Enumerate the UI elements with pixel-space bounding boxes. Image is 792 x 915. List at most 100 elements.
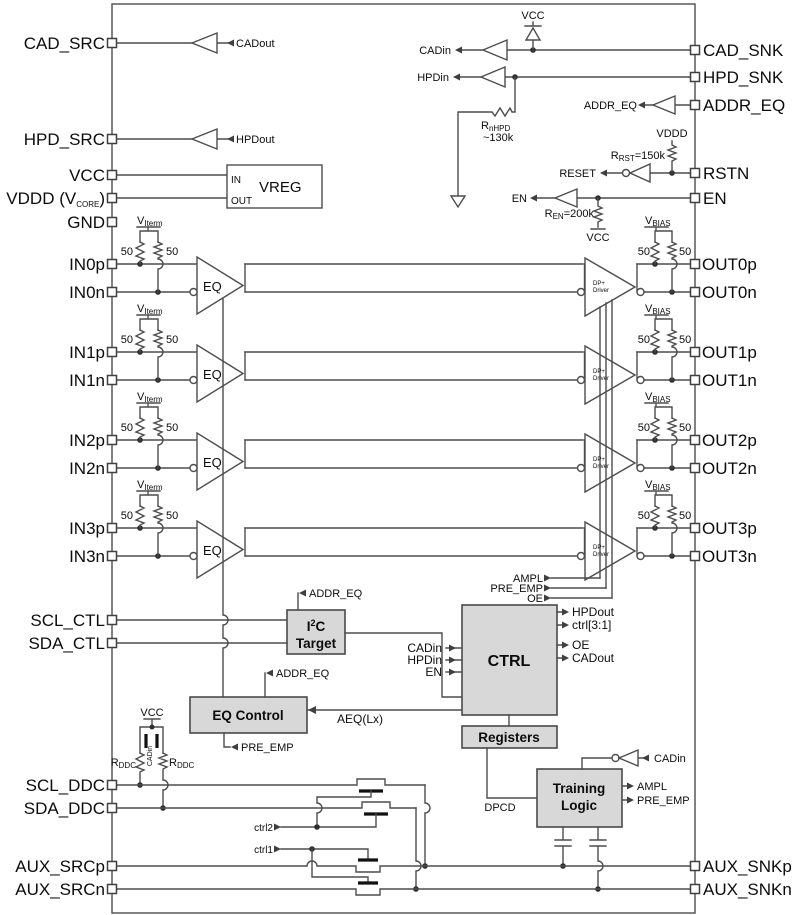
pin-label-sda-ddc: SDA_DDC xyxy=(24,799,105,818)
pin-label-en: EN xyxy=(703,189,727,208)
eq-control-label: EQ Control xyxy=(212,708,283,723)
pin-label-gnd: GND xyxy=(67,213,105,232)
hpd-src-net xyxy=(116,127,234,151)
term-50-label: 50 xyxy=(679,422,691,434)
pin-aux-snkp xyxy=(689,860,701,872)
pre-emp-stub-label: PRE_EMP xyxy=(241,742,294,754)
viterm-label: VIterm xyxy=(137,479,163,492)
driver-label: DP+ xyxy=(593,281,605,287)
training-label-2: Logic xyxy=(561,798,597,813)
hpd-snk-net xyxy=(449,65,691,209)
pin-label-out0p: OUT0p xyxy=(702,255,757,274)
term-50-label: 50 xyxy=(638,422,650,434)
i2c-block-label: I2C xyxy=(307,618,326,634)
pin-label-vcc: VCC xyxy=(69,166,105,185)
lane2-circuit xyxy=(106,402,701,493)
term-50-label: 50 xyxy=(166,246,178,258)
eq-label: EQ xyxy=(203,279,222,294)
hpdin-label: HPDin xyxy=(417,72,449,84)
pin-label-addr-eq: ADDR_EQ xyxy=(703,96,785,115)
pin-cad-snk xyxy=(689,44,701,56)
pin-scl-ctl xyxy=(106,614,118,626)
pin-gnd xyxy=(106,216,118,228)
pin-label-hpd-src: HPD_SRC xyxy=(24,130,105,149)
pin-vcc xyxy=(106,169,118,181)
rrst-label: RRST=150k xyxy=(611,150,666,163)
oe-arrow xyxy=(544,594,551,602)
vcc-rail-label: VCC xyxy=(521,10,544,22)
addr-eq-net xyxy=(638,94,691,116)
pin-label-scl-ctl: SCL_CTL xyxy=(30,611,105,630)
pin-label-out3p: OUT3p xyxy=(702,519,757,538)
term-50-label: 50 xyxy=(679,510,691,522)
en-signal-label: EN xyxy=(512,193,527,205)
training-ampl-label: AMPL xyxy=(637,781,667,793)
ctrl-in-hpdin: HPDin xyxy=(407,653,442,667)
pin-sda-ddc xyxy=(106,802,118,814)
pin-label-hpd-snk: HPD_SNK xyxy=(703,68,784,87)
ampl-bus-label: AMPL xyxy=(513,573,543,585)
pin-label-in2p: IN2p xyxy=(69,431,105,450)
pin-label-out2n: OUT2n xyxy=(702,459,757,478)
en-net xyxy=(530,187,691,230)
cadin-gate-label: CADin xyxy=(147,746,154,766)
ctrl1-label: ctrl1 xyxy=(254,845,273,856)
pin-label-out0n: OUT0n xyxy=(702,283,757,302)
pin-label-cad-snk: CAD_SNK xyxy=(703,41,784,60)
ddc-aux-switches xyxy=(116,778,691,896)
driver-label: DP+ xyxy=(593,457,605,463)
vreg-out-label: OUT xyxy=(231,196,252,207)
rnhpd-value: ~130k xyxy=(483,132,514,144)
ground-symbol xyxy=(449,195,467,209)
training-pre-emp-label: PRE_EMP xyxy=(637,795,690,807)
term-50-label: 50 xyxy=(679,334,691,346)
i2c-target-block xyxy=(286,609,346,655)
driver-bus-wires xyxy=(599,299,613,599)
vcc-rail-label: VCC xyxy=(586,232,609,244)
eq-control-net xyxy=(189,669,463,751)
term-50-label: 50 xyxy=(638,334,650,346)
pin-sda-ctl xyxy=(106,637,118,649)
cad-snk-net xyxy=(455,21,691,62)
ctrl-in-cadin: CADin xyxy=(407,641,442,655)
lane0-circuit xyxy=(106,226,701,317)
cadout-label: CADout xyxy=(236,38,275,50)
addr-eq-signal-label: ADDR_EQ xyxy=(584,100,638,112)
driver-label: DP+ xyxy=(593,545,605,551)
pin-aux-snkn xyxy=(689,883,701,895)
cadin-label: CADin xyxy=(419,45,451,57)
ctrl-net xyxy=(445,604,569,799)
vbias-label: VBIAS xyxy=(645,391,671,404)
lane-annotations: VIterm 50 50 EQ DP+ Driver VBIAS 50 50 V… xyxy=(121,215,692,558)
training-logic-block xyxy=(536,768,623,828)
eq-label: EQ xyxy=(203,455,222,470)
lane3-circuit xyxy=(106,490,701,581)
driver-label: DP+ xyxy=(593,369,605,375)
hpdout-label: HPDout xyxy=(236,134,275,146)
pin-label-in1p: IN1p xyxy=(69,343,105,362)
driver-label: Driver xyxy=(593,552,609,558)
pin-label-aux-snkn: AUX_SNKn xyxy=(703,880,792,899)
ctrl-label: CTRL xyxy=(488,653,531,670)
pin-label-aux-srcp: AUX_SRCp xyxy=(15,857,105,876)
vreg-net xyxy=(116,164,323,209)
addr-eq-stub-label: ADDR_EQ xyxy=(309,588,363,600)
eq-label: EQ xyxy=(203,367,222,382)
addr-eq-stub-label: ADDR_EQ xyxy=(276,668,330,680)
pin-label-sda-ctl: SDA_CTL xyxy=(28,634,105,653)
cadin-inverter xyxy=(617,748,639,768)
driver-label: Driver xyxy=(593,464,609,470)
term-50-label: 50 xyxy=(121,422,133,434)
ren-label: REN=200k xyxy=(545,208,595,221)
pre-emp-bus-label: PRE_EMP xyxy=(490,583,543,595)
aeq-chain-wire xyxy=(222,298,229,698)
term-50-label: 50 xyxy=(166,422,178,434)
oe-bus-label: OE xyxy=(527,593,543,605)
ctrl-out-oe: OE xyxy=(572,638,589,652)
vbias-label: VBIAS xyxy=(645,215,671,228)
term-50-label: 50 xyxy=(121,246,133,258)
term-50-label: 50 xyxy=(166,510,178,522)
pin-hpd-src xyxy=(106,133,118,145)
aeq-label: AEQ(Lx) xyxy=(337,712,383,726)
